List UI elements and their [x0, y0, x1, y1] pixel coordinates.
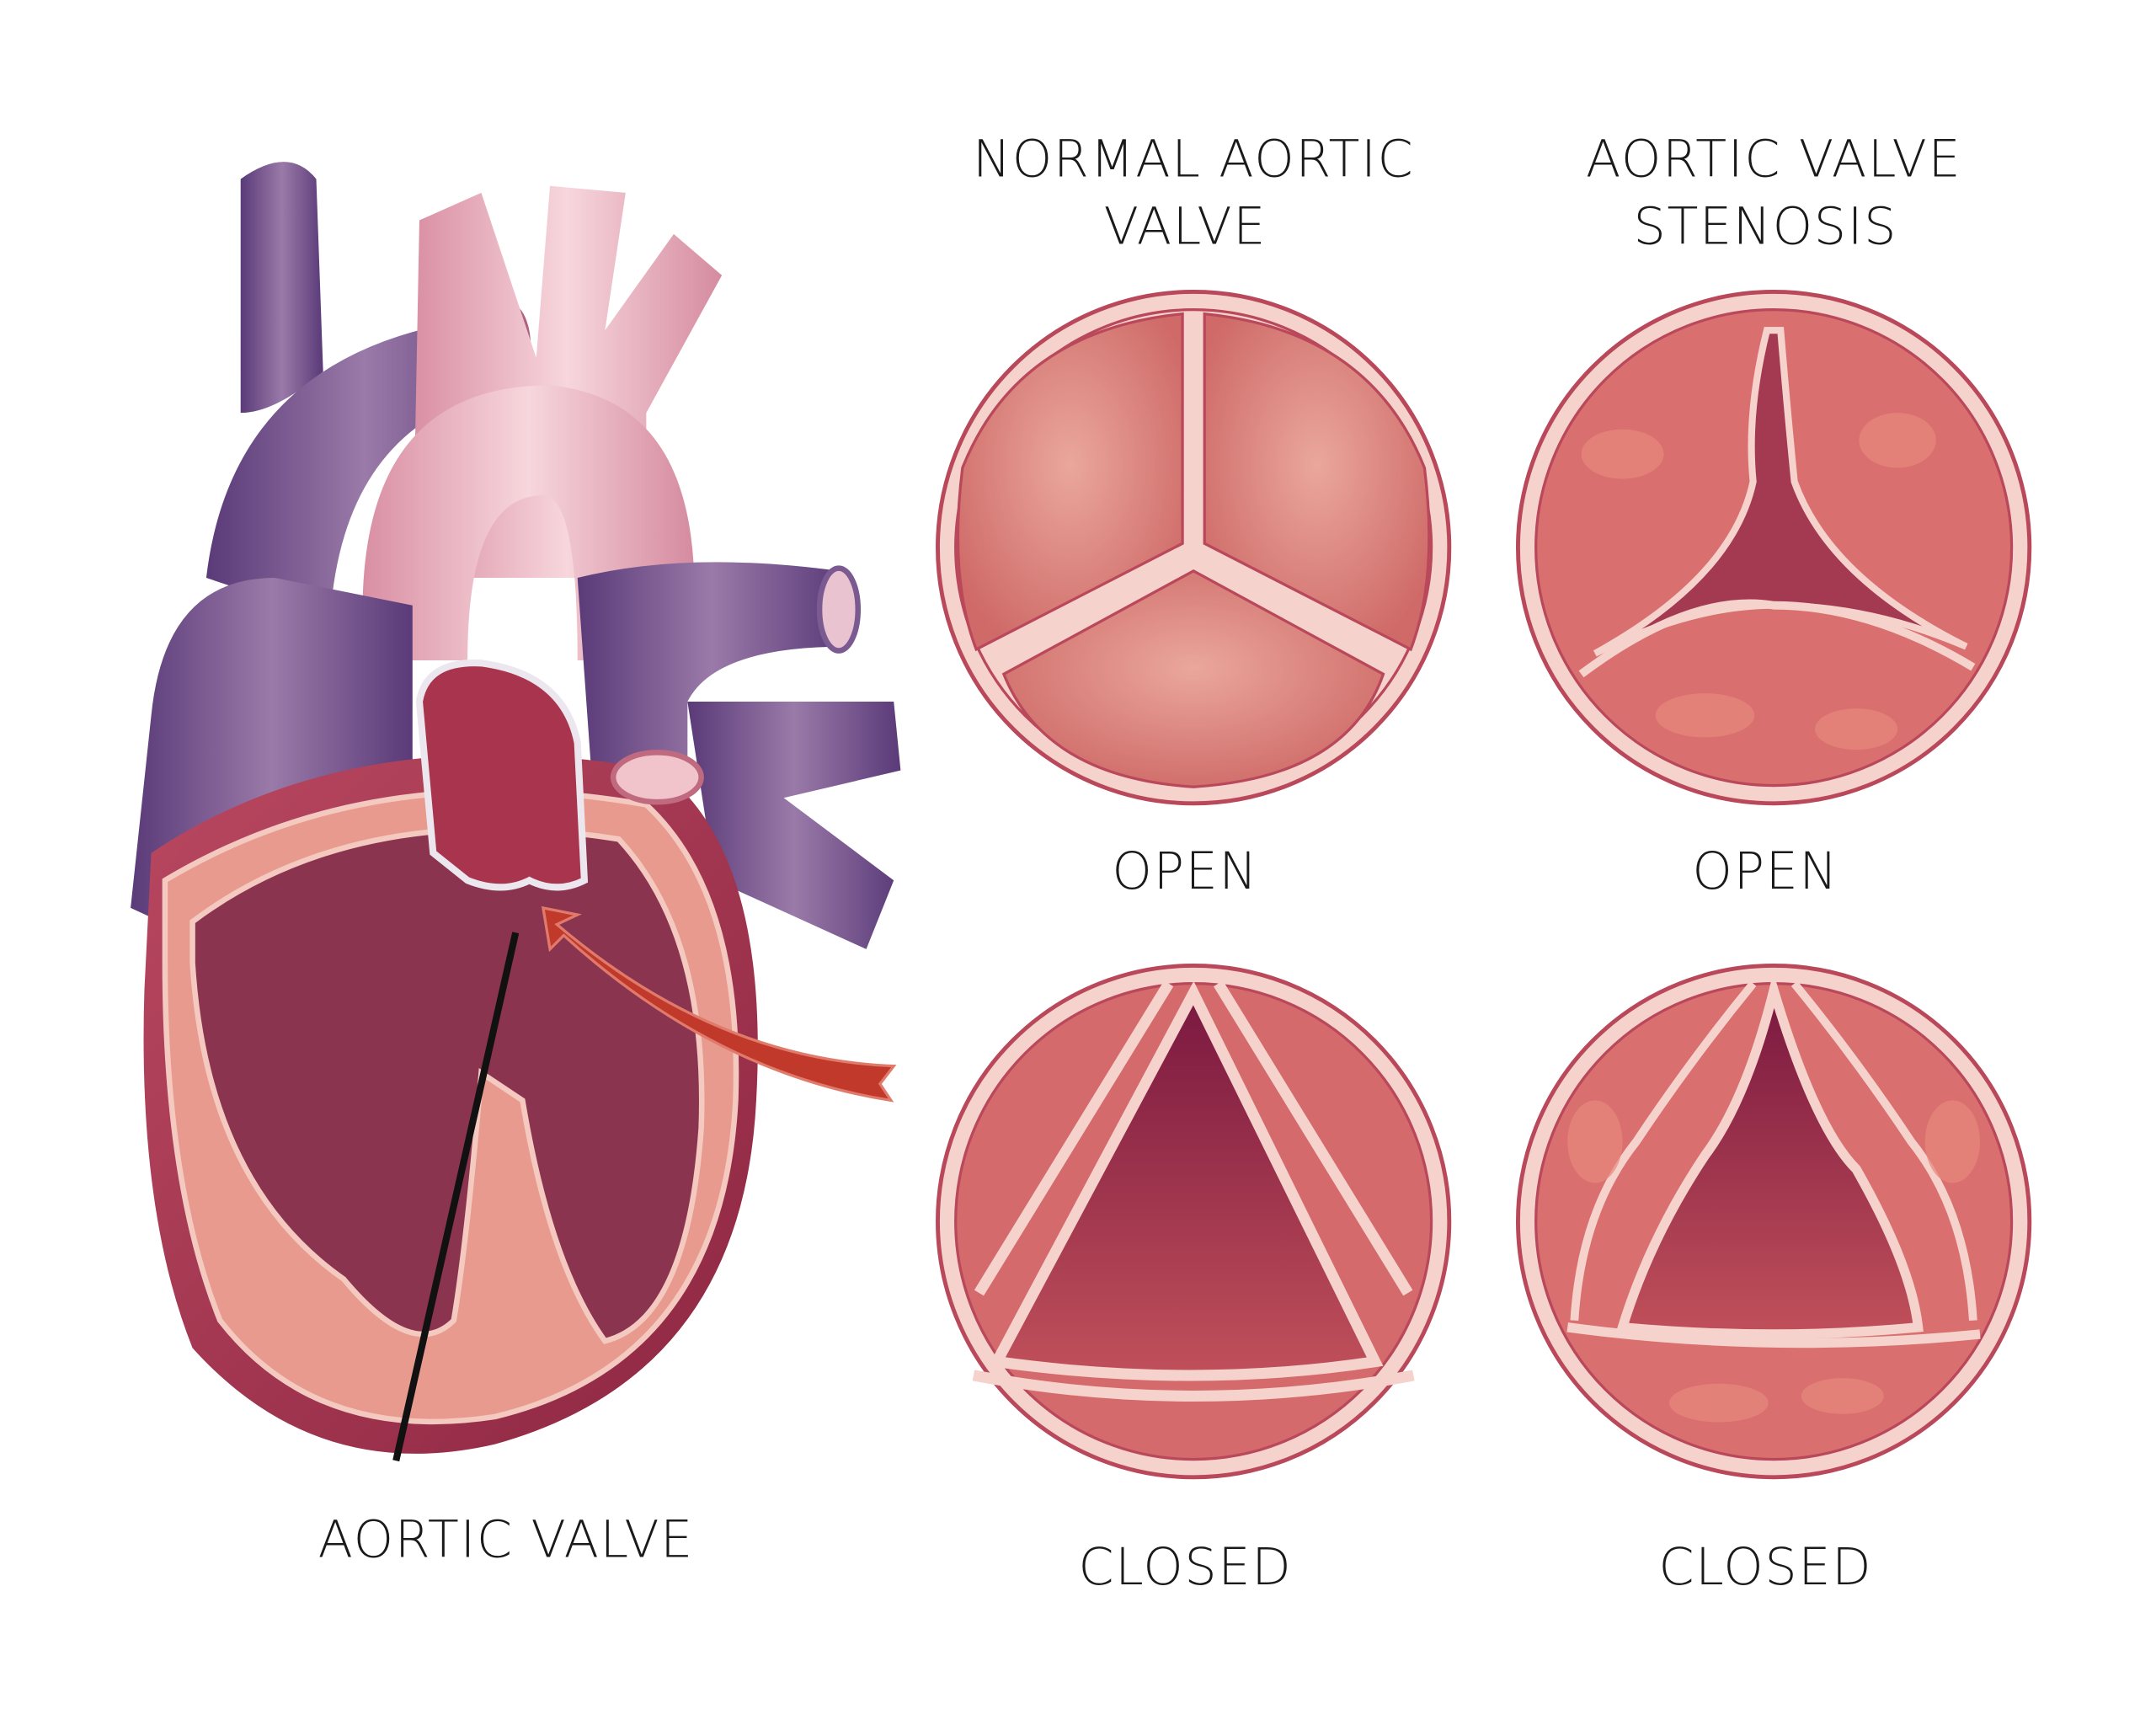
stenosis-closed-label: CLOSED: [1658, 1538, 1872, 1597]
normal-valve-closed: [936, 964, 1452, 1480]
stenosis-title-line2: STENOSIS: [1634, 197, 1898, 256]
aortic-valve-label: AORTIC VALVE: [318, 1510, 694, 1569]
aortic-root: [415, 660, 589, 891]
pulmonary-veins-right: [687, 701, 901, 949]
stenosis-title-line1: AORTIC VALVE: [1586, 130, 1961, 189]
aortic-valve-pointer: [392, 932, 520, 1462]
normal-title-line1: NORMAL AORTIC: [973, 130, 1414, 189]
heart-illustration: [131, 162, 901, 1462]
pulmonary-artery: [577, 562, 846, 771]
normal-valve-open: [936, 290, 1452, 806]
blood-flow-arrow: [541, 905, 897, 1103]
normal-closed-label: CLOSED: [1078, 1538, 1292, 1597]
stenosis-valve-open: [1516, 290, 2032, 806]
normal-title-line2: VALVE: [1104, 197, 1267, 256]
ventricle-chamber: [189, 825, 705, 1344]
stenosis-valve-closed: [1516, 964, 2032, 1480]
normal-open-label: OPEN: [1112, 842, 1258, 901]
stenosis-open-label: OPEN: [1692, 842, 1838, 901]
superior-vena-cava: [240, 162, 323, 414]
